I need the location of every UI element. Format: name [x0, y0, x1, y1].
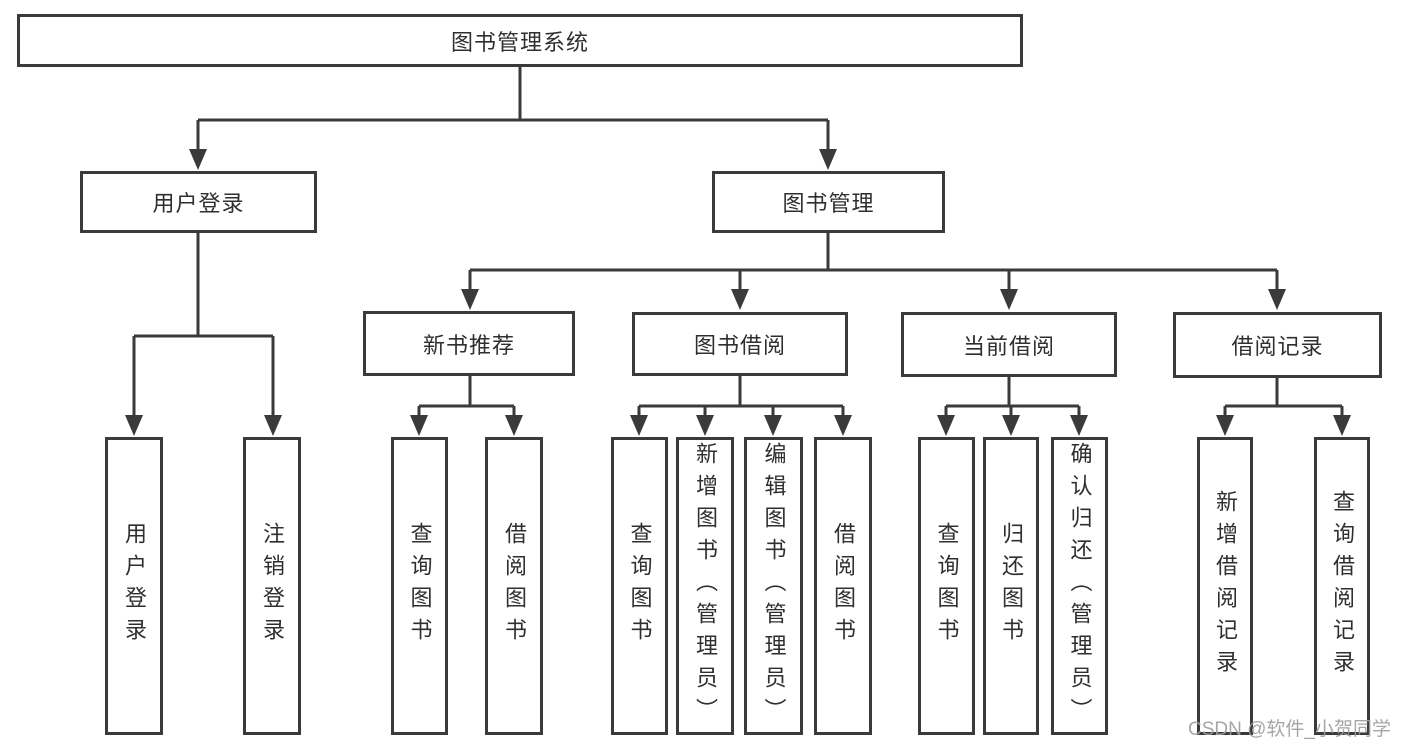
leaf-borrow-books-recommend: 借阅图书	[485, 437, 543, 735]
leaf-logout: 注销登录	[243, 437, 301, 735]
node-label: 查询图书	[627, 522, 653, 650]
arrowhead	[1216, 415, 1234, 436]
node-label: 查询借阅记录	[1330, 490, 1355, 682]
edges-book-borrow	[630, 376, 852, 436]
leaf-query-borrow-record: 查询借阅记录	[1314, 437, 1370, 735]
connector-line	[417, 376, 516, 417]
arrowhead	[1000, 289, 1018, 310]
connector-line	[468, 233, 1279, 291]
node-label: 归还图书	[999, 522, 1024, 650]
node-label: 借阅图书	[831, 522, 856, 650]
edges-current-borrow	[937, 377, 1088, 436]
arrowhead	[731, 289, 749, 310]
leaf-query-books-current: 查询图书	[918, 437, 975, 735]
leaf-user-login: 用户登录	[105, 437, 163, 735]
node-label: 新增图书（管理员）	[693, 442, 718, 730]
node-label: 图书借阅	[693, 333, 786, 358]
arrowhead	[819, 149, 837, 170]
arrowhead	[1333, 415, 1351, 436]
leaf-borrow-books: 借阅图书	[814, 437, 872, 735]
leaf-query-books-recommend: 查询图书	[391, 437, 448, 735]
arrowhead	[1268, 289, 1286, 310]
leaf-add-borrow-record: 新增借阅记录	[1197, 437, 1253, 735]
arrowhead	[937, 415, 955, 436]
arrowhead	[696, 415, 714, 436]
arrowhead	[264, 415, 282, 436]
arrowhead	[125, 415, 143, 436]
node-label: 用户登录	[152, 191, 245, 216]
arrowhead	[505, 415, 523, 436]
node-label: 新增借阅记录	[1213, 490, 1238, 682]
edges-root	[189, 67, 837, 170]
edges-borrow-records	[1216, 378, 1351, 436]
node-root: 图书管理系统	[17, 14, 1023, 67]
arrowhead	[1070, 415, 1088, 436]
node-new-book-recommend: 新书推荐	[363, 311, 575, 376]
connector-line	[1223, 378, 1344, 417]
leaf-return-book: 归还图书	[983, 437, 1039, 735]
arrowhead	[410, 415, 428, 436]
leaf-confirm-return-admin: 确认归还（管理员）	[1051, 437, 1108, 735]
node-borrow-records: 借阅记录	[1173, 312, 1382, 378]
edges-user-login	[125, 233, 282, 436]
leaf-add-book-admin: 新增图书（管理员）	[676, 437, 734, 735]
node-label: 借阅图书	[502, 522, 527, 650]
node-label: 查询图书	[934, 522, 960, 650]
connector-line	[132, 233, 275, 417]
leaf-edit-book-admin: 编辑图书（管理员）	[744, 437, 803, 735]
arrowhead	[834, 415, 852, 436]
node-label: 用户登录	[122, 522, 147, 650]
node-label: 借阅记录	[1231, 334, 1324, 359]
edges-book-management	[461, 233, 1286, 310]
connector-line	[196, 67, 830, 151]
arrowhead	[1002, 415, 1020, 436]
connector-line	[637, 376, 845, 417]
connector-line	[944, 377, 1081, 417]
node-label: 编辑图书（管理员）	[761, 442, 787, 730]
node-label: 确认归还（管理员）	[1067, 442, 1093, 730]
node-current-borrow: 当前借阅	[901, 312, 1117, 377]
edges-new-book-recommend	[410, 376, 523, 436]
leaf-query-books-borrow: 查询图书	[611, 437, 668, 735]
node-label: 新书推荐	[422, 332, 515, 358]
node-label: 注销登录	[260, 522, 285, 650]
arrowhead	[461, 289, 479, 310]
node-book-borrow: 图书借阅	[632, 312, 848, 376]
node-label: 图书管理系统	[450, 29, 589, 55]
watermark: CSDN @软件_小贺同学	[1188, 719, 1391, 740]
node-book-management: 图书管理	[712, 171, 945, 233]
node-label: 图书管理	[782, 191, 875, 216]
node-label: 查询图书	[407, 522, 433, 650]
node-label: 当前借阅	[962, 333, 1055, 359]
node-user-login: 用户登录	[80, 171, 317, 233]
arrowhead	[764, 415, 782, 436]
arrowhead	[189, 149, 207, 170]
arrowhead	[630, 415, 648, 436]
